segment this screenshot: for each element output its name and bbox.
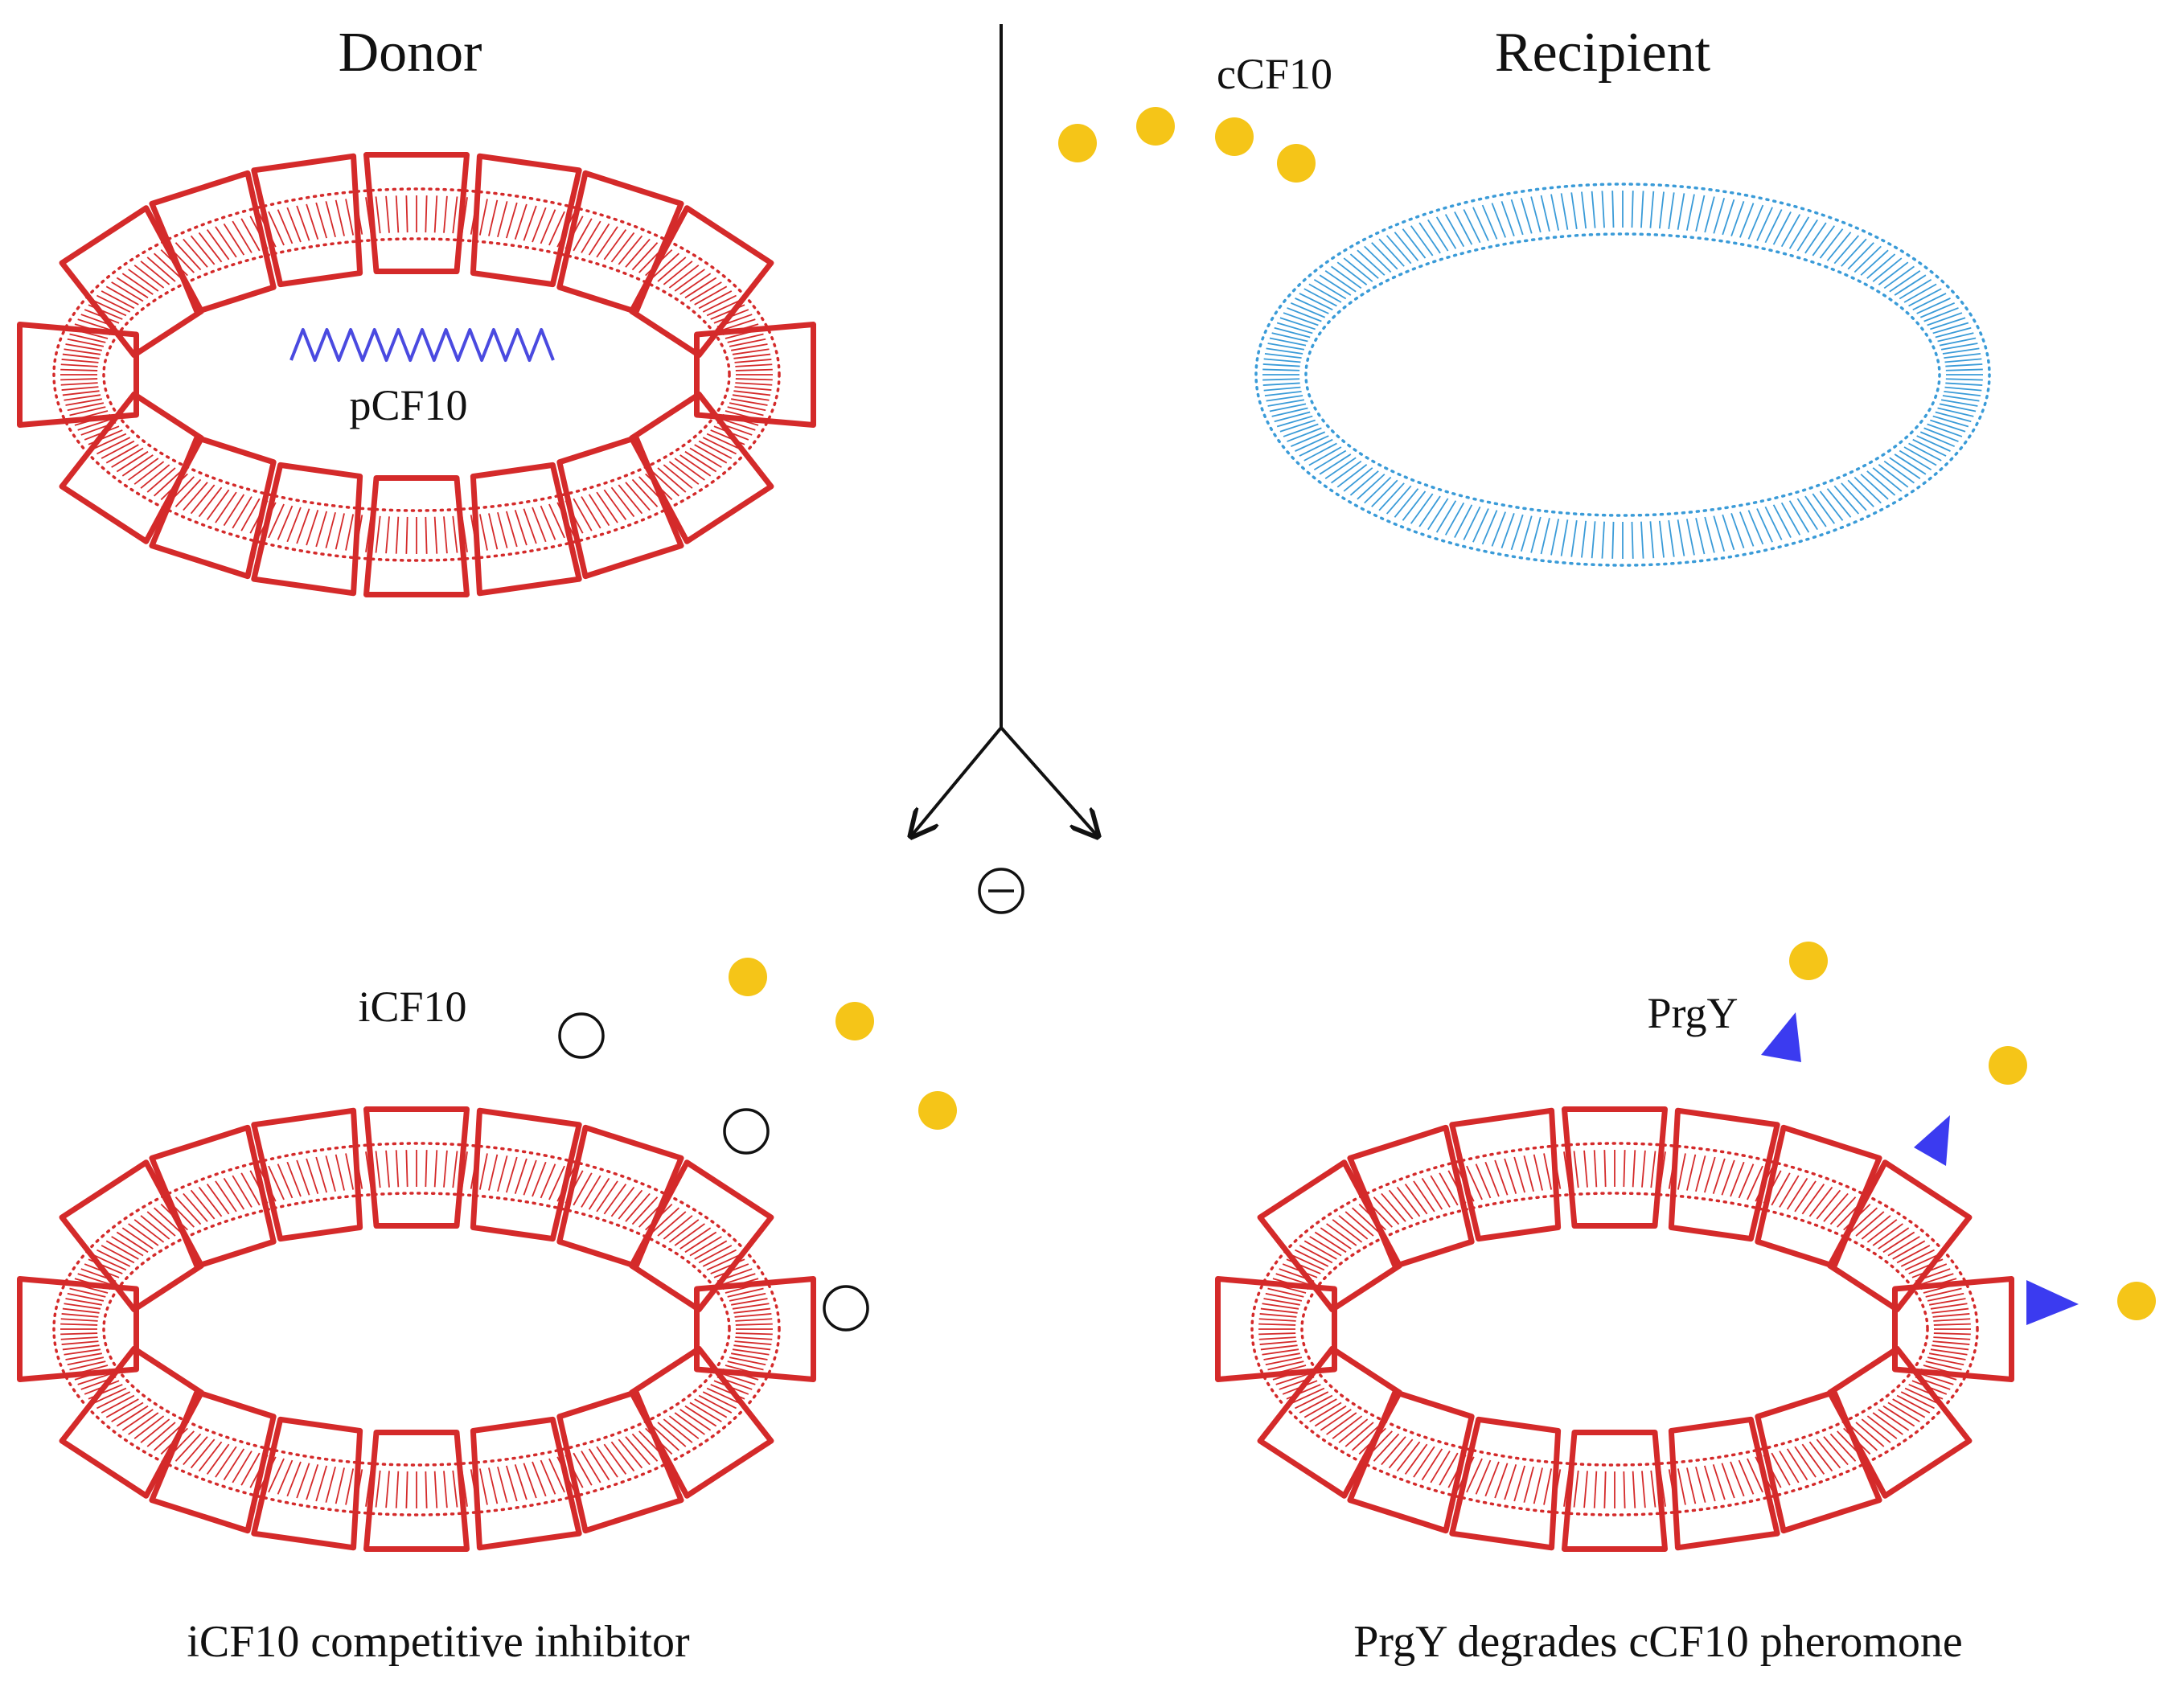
prgy-cell [1215, 1106, 2014, 1552]
membrane-protein [694, 322, 816, 428]
membrane-protein [251, 462, 363, 597]
membrane-inner-leaflet [1300, 1192, 1929, 1467]
inhibition-sign [978, 868, 1024, 914]
membrane-outer-leaflet [1254, 183, 1991, 567]
pheromone-label: cCF10 [1217, 50, 1332, 98]
membrane-protein [556, 1389, 684, 1534]
inhibitor-circle [823, 1285, 869, 1332]
inhibitor-circle [723, 1108, 770, 1155]
lipid-tails [60, 195, 773, 554]
split-arrow [911, 24, 1098, 836]
membrane-protein [149, 1124, 277, 1270]
prgy-triangle [1761, 1012, 1801, 1062]
pheromone-dot [1989, 1046, 2027, 1085]
protease-label: PrgY [1647, 989, 1738, 1037]
inhibitor-label: iCF10 [358, 983, 466, 1031]
membrane-protein [1347, 1124, 1475, 1270]
zigzag-dna-icon [289, 328, 555, 362]
membrane-protein [470, 1107, 582, 1242]
membrane-protein [1449, 1107, 1562, 1242]
membrane-protein [1668, 1107, 1780, 1242]
membrane-protein [470, 462, 582, 597]
membrane-protein [1755, 1389, 1882, 1534]
membrane-protein [17, 1276, 139, 1382]
pheromone-dot [1058, 124, 1097, 162]
pheromone-dot [835, 1002, 874, 1040]
lipid-tails [1262, 191, 1983, 559]
membrane-protein [1562, 1430, 1668, 1552]
membrane-protein [1892, 1276, 2014, 1382]
inhibitor-circle [558, 1012, 605, 1059]
membrane-inner-leaflet [102, 237, 731, 512]
membrane-protein [363, 475, 470, 597]
prgy-triangle [1914, 1115, 1950, 1166]
membrane-inner-leaflet [102, 1192, 731, 1467]
membrane-outer-leaflet [52, 1142, 781, 1516]
plasmid-label: pCF10 [349, 381, 467, 429]
pheromone-dot [1277, 144, 1316, 183]
recipient-label: Recipient [1495, 22, 1711, 84]
membrane-protein [1215, 1276, 1337, 1382]
molecules [558, 107, 2156, 1332]
pheromone-dot [918, 1091, 957, 1130]
membrane-protein [363, 1430, 470, 1552]
donor-label: Donor [339, 22, 482, 84]
membrane-protein [251, 1107, 363, 1242]
membrane-protein [1668, 1416, 1780, 1551]
arrow-left [911, 726, 1003, 836]
pheromone-dot [1215, 117, 1254, 156]
pheromone-dot [1789, 942, 1828, 980]
prgy-triangle [2026, 1280, 2079, 1325]
membrane-protein [694, 1276, 816, 1382]
membrane-protein [251, 153, 363, 288]
membrane-outer-leaflet [1250, 1142, 1979, 1516]
recipient-cell [1254, 183, 1991, 567]
pheromone-dot [729, 958, 767, 996]
caption-right: PrgY degrades cCF10 pheromone [1353, 1617, 1962, 1667]
membrane-protein [251, 1416, 363, 1551]
membrane-protein [149, 170, 277, 315]
inhibitor-cell [17, 1106, 816, 1552]
membrane-protein [363, 152, 470, 274]
membrane-protein [17, 322, 139, 428]
membrane-protein [470, 1416, 582, 1551]
membrane-inner-leaflet [1304, 232, 1941, 517]
donor-cell [17, 152, 816, 597]
pheromone-dot [1136, 107, 1175, 146]
caption-left: iCF10 competitive inhibitor [187, 1617, 690, 1667]
membrane-protein [363, 1106, 470, 1229]
arrow-right [1000, 726, 1098, 836]
pheromone-dot [2117, 1282, 2156, 1320]
membrane-outer-leaflet [52, 187, 781, 562]
circled-minus-icon [978, 868, 1024, 914]
membrane-protein [470, 153, 582, 288]
membrane-protein [1562, 1106, 1668, 1229]
membrane-protein [1449, 1416, 1562, 1551]
membrane-protein [556, 434, 684, 580]
